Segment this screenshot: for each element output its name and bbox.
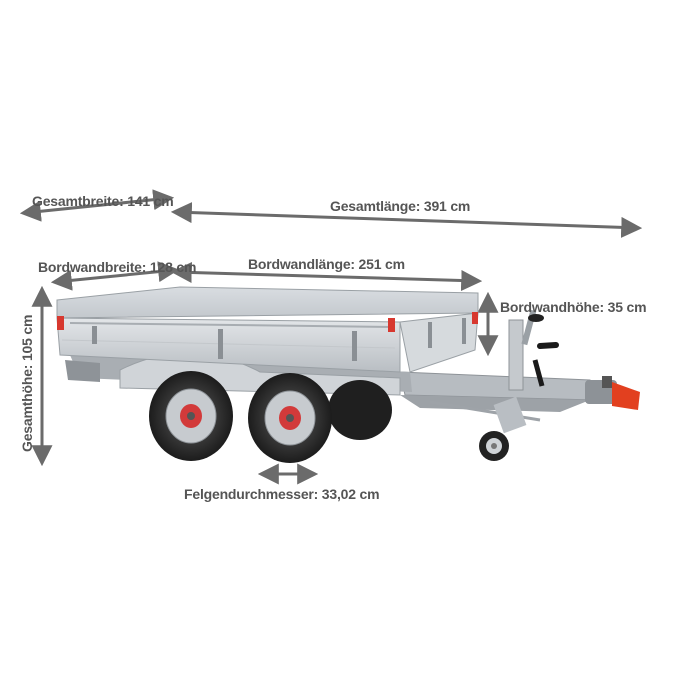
wheel-back — [328, 380, 392, 440]
cargo-box — [56, 286, 479, 373]
drawbar — [399, 309, 640, 461]
label-overall-width: Gesamtbreite: 141 cm — [32, 193, 174, 209]
label-overall-height: Gesamthöhe: 105 cm — [19, 314, 35, 452]
arrow-board-width — [50, 261, 180, 291]
dimension-lines — [19, 189, 643, 485]
arrow-overall-width — [19, 189, 175, 222]
label-board-height: Bordwandhöhe: 35 cm — [500, 299, 647, 315]
label-board-width: Bordwandbreite: 128 cm — [38, 259, 197, 275]
arrow-board-length — [170, 262, 483, 291]
label-rim-diameter: Felgendurchmesser: 33,02 cm — [184, 486, 380, 502]
wheel-left — [149, 371, 233, 461]
wheel-right — [248, 373, 332, 463]
arrow-overall-length — [170, 202, 643, 238]
label-board-length: Bordwandlänge: 251 cm — [248, 256, 405, 272]
label-overall-length: Gesamtlänge: 391 cm — [330, 198, 471, 214]
